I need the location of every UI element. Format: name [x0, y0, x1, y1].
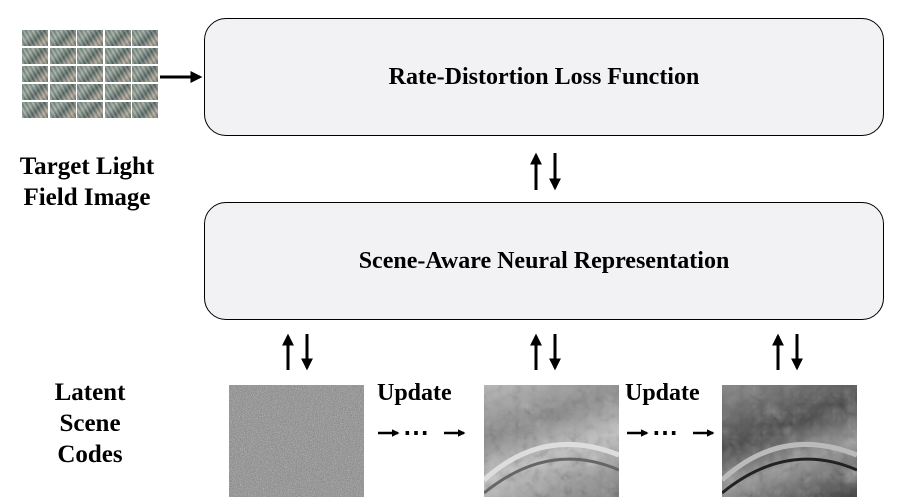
light-field-view-thumbnail: [22, 84, 48, 100]
update-sequence-2: ⋯: [627, 418, 715, 447]
light-field-view-thumbnail: [132, 84, 158, 100]
light-field-view-thumbnail: [132, 66, 158, 82]
update-sequence-1: ⋯: [378, 418, 466, 447]
light-field-view-thumbnail: [104, 102, 131, 118]
light-field-view-thumbnail: [77, 102, 103, 118]
light-field-view-thumbnail: [22, 102, 48, 118]
latent-code-optimized-image: [722, 385, 857, 497]
bidirectional-arrow-icon: [530, 152, 561, 191]
light-field-view-thumbnail: [77, 30, 103, 46]
ellipsis-2: ⋯: [652, 418, 678, 447]
light-field-view-thumbnail: [77, 66, 103, 82]
update-label-1: Update: [377, 380, 452, 406]
scene-aware-representation-box: Scene-Aware Neural Representation: [204, 202, 884, 320]
bidirectional-arrow-icon: [530, 333, 561, 371]
bidirectional-arrow-icon: [772, 333, 803, 371]
latent-label-line-2: Scene: [59, 410, 121, 437]
light-field-view-thumbnail: [22, 48, 48, 64]
target-label-line-1: Target Light: [19, 153, 155, 180]
light-field-view-thumbnail: [104, 84, 131, 100]
light-field-view-thumbnail: [77, 84, 103, 100]
light-field-view-thumbnail: [49, 48, 76, 64]
light-field-view-thumbnail: [22, 66, 48, 82]
light-field-view-thumbnail: [77, 48, 103, 64]
rate-distortion-loss-box: Rate-Distortion Loss Function: [204, 18, 884, 136]
update-label-2: Update: [625, 380, 700, 406]
latent-code-noise-image: [229, 385, 364, 497]
light-field-view-thumbnail: [132, 102, 158, 118]
latent-code-partial-image: [484, 385, 619, 497]
light-field-view-thumbnail: [49, 66, 76, 82]
light-field-view-thumbnail: [22, 30, 48, 46]
rate-distortion-loss-label: Rate-Distortion Loss Function: [388, 63, 700, 90]
light-field-view-thumbnail: [49, 84, 76, 100]
light-field-view-thumbnail: [49, 102, 76, 118]
target-light-field-label: Target Light Field Image: [2, 151, 172, 213]
target-label-line-2: Field Image: [23, 184, 151, 211]
light-field-view-thumbnail: [104, 48, 131, 64]
latent-label-line-1: Latent: [54, 379, 126, 406]
ellipsis-1: ⋯: [403, 418, 429, 447]
latent-label-line-3: Codes: [57, 441, 123, 468]
latent-scene-codes-label: Latent Scene Codes: [30, 377, 150, 470]
light-field-view-thumbnail: [104, 30, 131, 46]
scene-aware-representation-label: Scene-Aware Neural Representation: [358, 247, 730, 274]
bidirectional-arrow-icon: [282, 333, 313, 371]
light-field-view-thumbnail: [132, 30, 158, 46]
light-field-view-thumbnail: [132, 48, 158, 64]
light-field-view-thumbnail: [104, 66, 131, 82]
light-field-view-thumbnail: [49, 30, 76, 46]
